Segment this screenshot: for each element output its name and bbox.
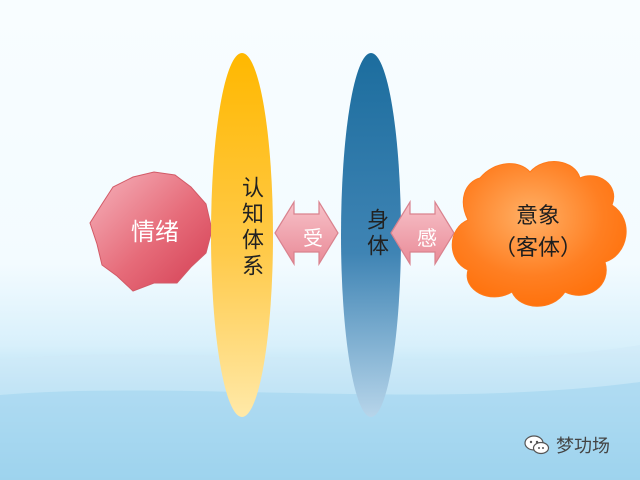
imagery-cloud-shape: [451, 161, 627, 307]
receive-connector: [274, 199, 339, 267]
wechat-icon: [524, 435, 550, 455]
imagery-label-line1: 意象: [515, 204, 560, 229]
watermark-text: 梦功场: [556, 436, 610, 457]
feel-connector: [390, 199, 455, 267]
watermark: 梦功场: [524, 432, 610, 458]
emotion-label: 情绪: [131, 218, 179, 246]
feel-label: 感: [417, 226, 437, 250]
cognition-system-label: 认知体系: [238, 176, 263, 280]
background-wave-2: [0, 382, 640, 480]
imagery-label-line2: （客体）: [493, 236, 582, 261]
imagery-label: 意象 （客体）: [468, 201, 608, 265]
body-label: 身体: [363, 208, 388, 260]
body-ellipse: [341, 53, 401, 417]
cognition-ellipse: [211, 53, 273, 417]
receive-label: 受: [303, 226, 323, 250]
emotion-star-shape: [89, 171, 213, 292]
